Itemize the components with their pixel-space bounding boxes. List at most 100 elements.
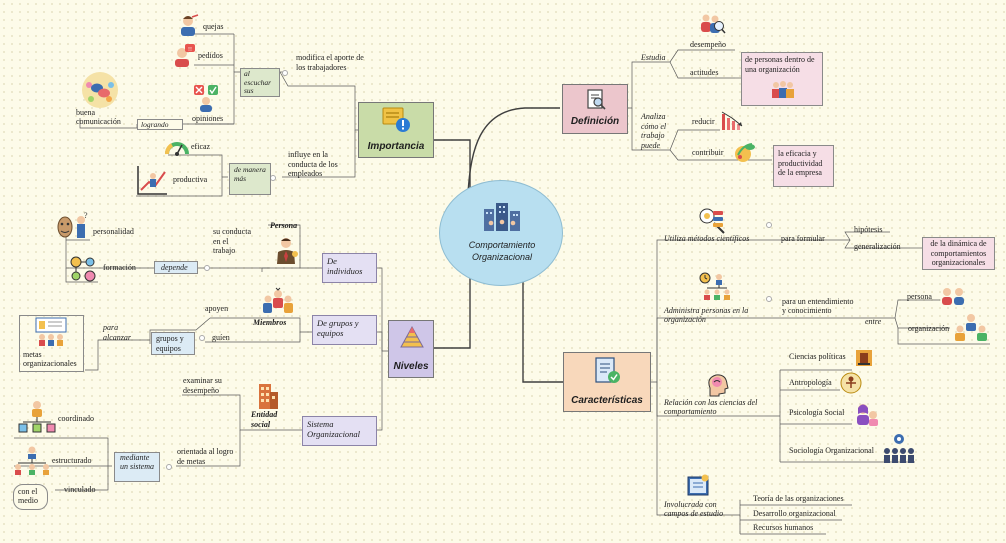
niv-persona: Persona [270, 221, 298, 230]
brain-head-icon [708, 374, 729, 397]
niv-para-alcanzar: para alcanzar [103, 323, 131, 342]
people-search-icon [701, 14, 726, 34]
car-ciencias-1: Antropología [789, 378, 832, 387]
presentation-icon [35, 317, 67, 346]
decline-chart-icon [721, 111, 743, 130]
sociology-icon [884, 434, 914, 463]
car-organizacion: organización [908, 324, 950, 333]
niv-formacion: formación [103, 263, 136, 272]
productivity-chart-icon [137, 166, 167, 195]
car-ciencias-2: Psicología Social [789, 408, 845, 417]
niv-coordinado: coordinado [58, 414, 94, 423]
anthropology-icon [840, 372, 862, 394]
book-icon [687, 474, 709, 496]
def-personas-box: de personas dentro de una organización [741, 52, 823, 106]
importancia-node[interactable]: Importancia [358, 102, 434, 158]
def-estudia: Estudia [641, 53, 666, 62]
niv-dot-1 [204, 265, 210, 271]
persons-pair-icon [942, 288, 964, 305]
training-icon [70, 256, 96, 282]
businessman-icon [277, 238, 298, 264]
opinion-check-icon [194, 85, 218, 112]
niv-miembros: Miembros [253, 318, 287, 327]
def-actitudes: actitudes [690, 68, 719, 77]
car-persona: persona [907, 292, 932, 301]
niv-examinar: examinar su desempeño [183, 376, 222, 395]
niv-vinculado: vinculado [64, 485, 96, 494]
car-hipotesis: hipótesis [854, 225, 883, 234]
personality-masks-icon: ? [57, 211, 88, 238]
car-ciencias-0: Ciencias políticas [789, 352, 846, 361]
niv-dot-2 [199, 335, 205, 341]
buildings-icon [484, 203, 520, 231]
org-chart-icon [15, 446, 49, 475]
car-campos-2: Recursos humanos [753, 523, 814, 532]
science-icon [699, 208, 725, 234]
coordination-icon [18, 401, 56, 433]
niveles-node[interactable]: Niveles [388, 320, 434, 378]
imp-productiva: productiva [173, 175, 208, 184]
car-campos-1: Desarrollo organizacional [753, 509, 836, 518]
niv-orientada: orientada al logro de metas [177, 447, 234, 466]
car-campos-0: Teoría de las organizaciones [753, 494, 844, 503]
growth-plant-icon [735, 143, 755, 162]
niv-con-el-medio: con el medio [13, 484, 48, 510]
car-involucrada: Involucrada con campos de estudio [664, 500, 724, 518]
car-para-formular: para formular [781, 234, 825, 243]
car-entre: entre [865, 317, 882, 326]
def-eficacia-text: la eficacia y productividad de la empres… [778, 149, 823, 178]
definicion-node[interactable]: Definición [562, 84, 628, 134]
team-members-icon [263, 287, 293, 313]
niveles-label: Niveles [393, 361, 429, 372]
caracteristicas-node[interactable]: Características [563, 352, 651, 412]
svg-text:?: ? [84, 211, 88, 220]
niv-grupos-equipos: grupos y equipos [151, 332, 195, 355]
def-reducir: reducir [692, 117, 715, 126]
politics-icon [856, 350, 872, 366]
niv-guien: guíen [212, 333, 230, 342]
nivel-sistema[interactable]: Sistema Organizacional [302, 416, 377, 446]
def-personas-text: de personas dentro de una organización [745, 55, 815, 74]
organization-people-icon [955, 314, 987, 341]
document-search-icon [587, 89, 606, 110]
imp-eficaz: eficaz [191, 142, 211, 151]
niv-su-conducta: su conducta en el trabajo [213, 227, 251, 256]
imp-buena-comunicacion: buena comunicación [76, 108, 121, 126]
nivel-individuos[interactable]: De individuos [322, 253, 377, 283]
social-psychology-icon [857, 404, 878, 426]
niv-entidad: Entidad social [251, 410, 278, 429]
center-node[interactable]: Comportamiento Organizacional [439, 180, 563, 286]
imp-dot-1 [282, 70, 288, 76]
niv-personalidad: personalidad [93, 227, 134, 236]
importancia-label: Importancia [367, 141, 425, 152]
imp-al-escuchar: al escuchar sus [240, 68, 280, 97]
speedometer-icon [165, 142, 189, 156]
imp-de-manera: de manera más [229, 163, 271, 195]
car-administra: Administra personas en la organización [664, 306, 749, 324]
def-contribuir: contribuir [692, 148, 724, 157]
car-dot-2 [766, 296, 772, 302]
car-metodos: Utiliza métodos científicos [664, 234, 750, 243]
niv-metas: metas organizacionales [19, 315, 84, 372]
hierarchy-people-icon [699, 272, 730, 300]
imp-quejas: quejas [203, 22, 224, 31]
pyramid-icon [400, 325, 424, 348]
car-generalizacion: generalización [854, 242, 901, 251]
car-ciencias-3: Sociología Organizacional [789, 446, 874, 455]
niv-estructurado: estructurado [52, 456, 92, 465]
car-para-un: para un entendimiento y conocimiento [782, 297, 854, 315]
alert-note-icon [382, 107, 410, 132]
chat-bubbles-icon [82, 72, 118, 108]
nivel-grupos[interactable]: De grupos y equipos [312, 315, 377, 345]
checklist-icon [595, 357, 620, 383]
niv-apoyen: apoyen [205, 304, 229, 313]
center-label: Comportamiento Organizacional [468, 240, 536, 262]
caracteristicas-label: Características [571, 395, 643, 406]
car-relacion: Relación con las ciencias del comportami… [664, 398, 758, 416]
imp-logrando: logrando [137, 119, 183, 130]
group-icon [772, 81, 794, 98]
request-person-icon: !! [175, 44, 195, 67]
def-eficacia-box: la eficacia y productividad de la empres… [773, 145, 834, 187]
imp-influye: influye en la conducta de los empleados [288, 150, 338, 179]
